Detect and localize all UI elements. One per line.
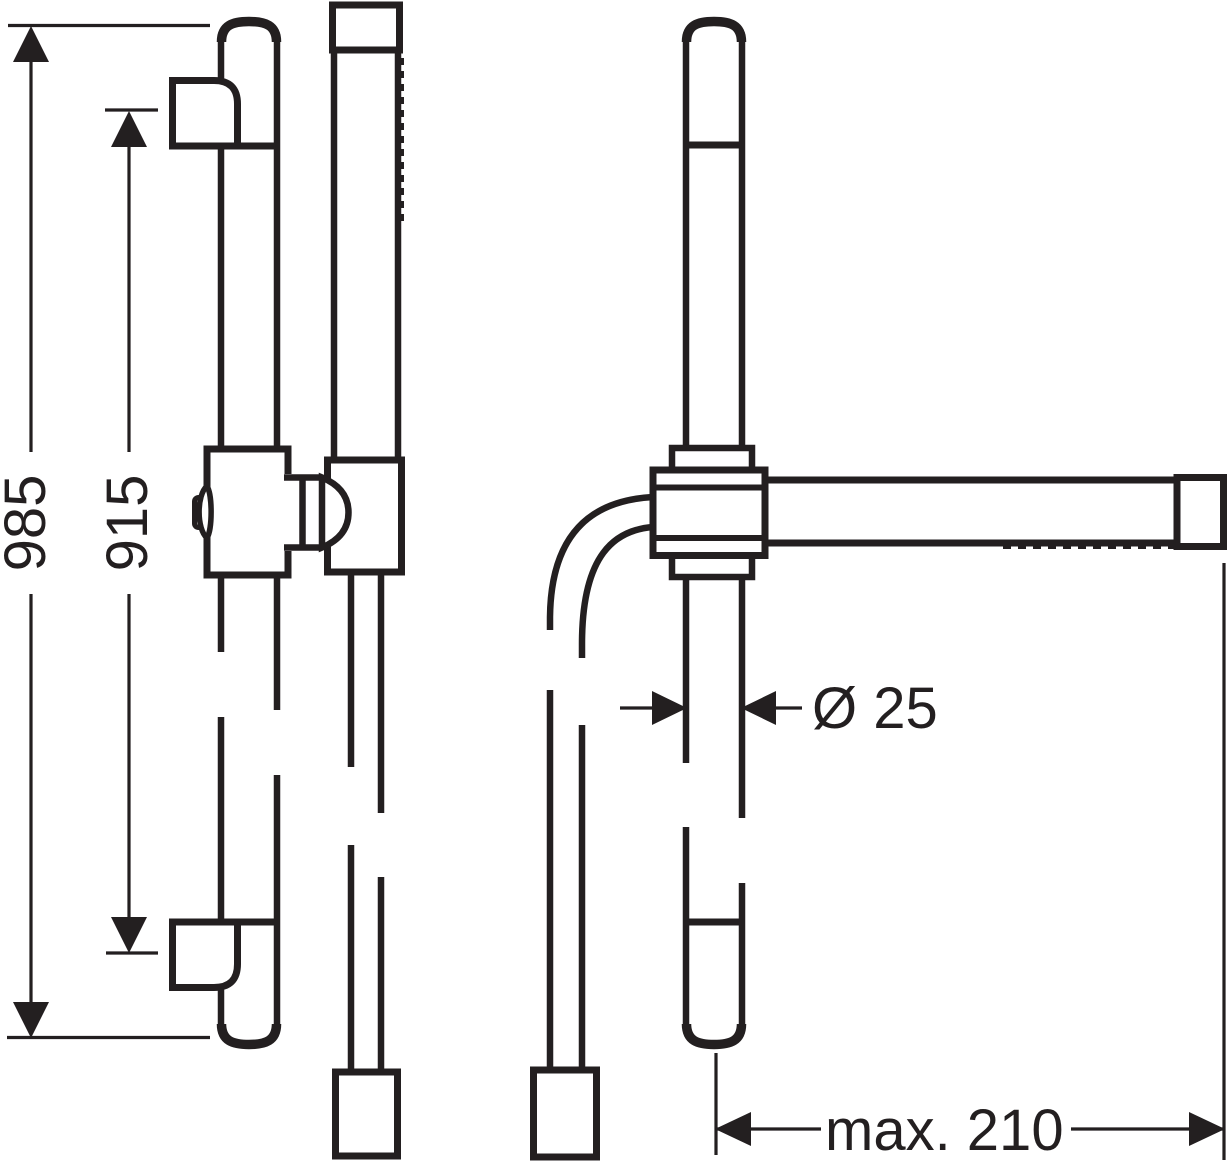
dimension-label-915: 915	[95, 475, 160, 572]
dimension-label-max-reach: max. 210	[825, 1098, 1064, 1162]
front-shower-holder	[324, 456, 405, 576]
front-view	[169, 1, 405, 1160]
slider-neck	[284, 474, 322, 551]
slider-holder-cone	[318, 472, 352, 553]
wall-bracket-top	[169, 77, 241, 150]
side-bar-joint-lines	[683, 141, 745, 926]
dimension-max-reach: max. 210	[714, 563, 1226, 1162]
front-bar-bottom-cap	[216, 1023, 282, 1050]
front-handshower-cap	[329, 1, 403, 54]
dimension-bar-diameter: Ø 25	[620, 676, 938, 741]
arrow-up-icon	[13, 26, 49, 62]
front-hose	[347, 570, 385, 1072]
arrow-down-icon	[111, 917, 147, 953]
slider-neck-mask	[283, 474, 293, 551]
wall-bracket-bottom	[169, 918, 241, 991]
dimension-overall-height: 985	[0, 23, 210, 1040]
arrow-down-icon	[13, 1002, 49, 1038]
arrow-up-icon	[111, 111, 147, 147]
arrow-left-icon	[715, 1112, 751, 1146]
arrow-right-icon	[652, 691, 687, 725]
front-slider-body	[203, 445, 292, 579]
arrow-right-icon	[1189, 1112, 1225, 1146]
side-handshower-spray-cap	[1173, 474, 1227, 550]
arrow-left-icon	[741, 691, 776, 725]
side-bar-bottom-cap	[681, 1023, 747, 1050]
side-slider-body	[649, 466, 769, 559]
front-bar-top-cap	[216, 16, 282, 43]
front-hose-fitting	[332, 1068, 401, 1160]
side-view	[530, 16, 1227, 1161]
side-hose-outer	[546, 493, 654, 1070]
side-hose-fitting	[530, 1066, 600, 1161]
side-bar-top-cap	[681, 16, 747, 43]
side-handshower-body	[761, 476, 1181, 547]
side-hose-inner	[578, 523, 654, 1070]
slider-button-lens	[196, 481, 214, 543]
dimension-label-985: 985	[0, 475, 58, 572]
dimension-bracket-spacing: 915	[95, 108, 160, 955]
dimension-label-diameter: Ø 25	[812, 676, 938, 741]
side-slider-detail-lines	[653, 484, 765, 541]
